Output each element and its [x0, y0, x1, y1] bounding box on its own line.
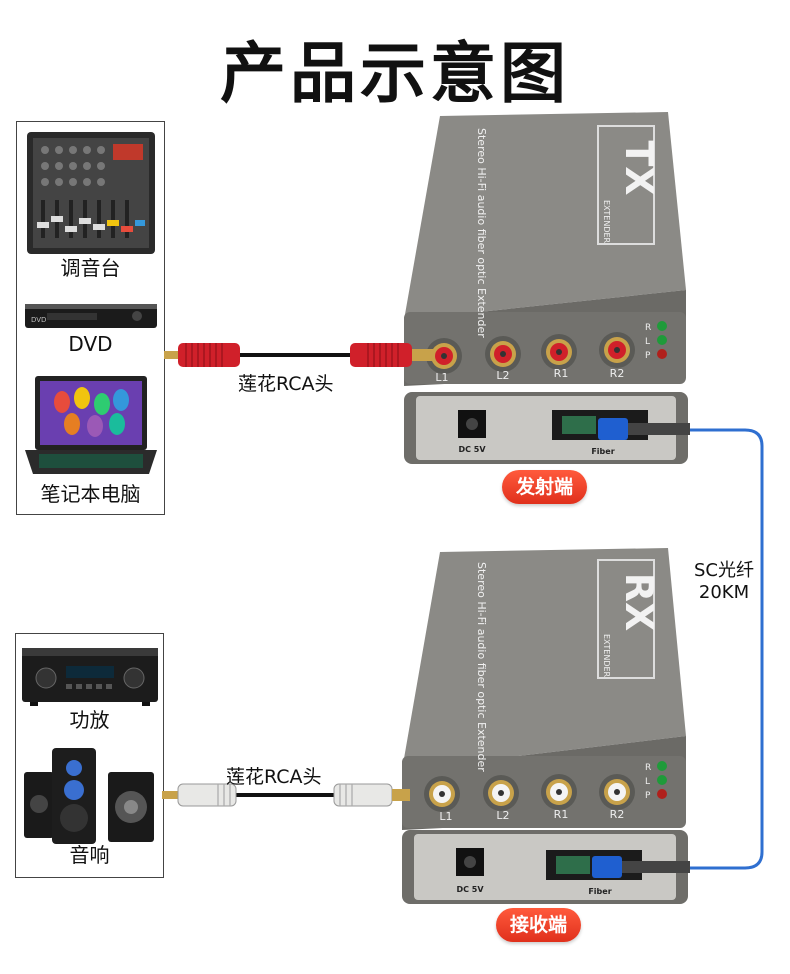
tx-port-l2 [485, 336, 521, 372]
fiber-distance: 20KM [698, 582, 750, 603]
tx-port-label-r2: R2 [610, 367, 625, 380]
sink-label-amplifier: 功放 [69, 708, 110, 732]
rx-led-label-p: P [645, 791, 651, 801]
tx-led-label-l: L [645, 337, 650, 347]
tx-led-label-p: P [645, 351, 651, 361]
source-label-mixer: 调音台 [60, 256, 121, 280]
rx-rca-cable [162, 783, 410, 807]
tx-led-label-r: R [645, 323, 651, 333]
tx-port-label-l2: L2 [496, 369, 509, 382]
rx-led-label-r: R [645, 763, 651, 773]
rx-led-l [657, 775, 667, 785]
rx-badge: 接收端 [496, 908, 582, 942]
dvd-player-image: DVD [25, 304, 157, 328]
source-label-dvd: DVD [68, 332, 113, 356]
tx-model-sub: EXTENDER [602, 200, 611, 244]
sink-devices-panel: 功放 音响 [15, 633, 164, 878]
amplifier-image [22, 648, 158, 706]
sink-label-speakers: 音响 [69, 843, 110, 867]
rx-model-text: RX [617, 573, 661, 632]
rx-fiber-port-label: Fiber [588, 887, 611, 896]
rx-port-label-l2: L2 [496, 809, 509, 822]
fiber-label: SC光纤 20KM [678, 560, 770, 604]
rx-led-r [657, 761, 667, 771]
tx-device: TX EXTENDER Stereo Hi-Fi audio fiber opt… [404, 112, 688, 464]
rx-port-label-l1: L1 [439, 810, 452, 823]
rx-port-l1 [424, 776, 460, 812]
rx-led-p [657, 789, 667, 799]
tx-led-l [657, 335, 667, 345]
source-devices-panel: 调音台 DVD DVD 笔记本电脑 [16, 121, 165, 515]
tx-port-l1 [426, 338, 462, 374]
rx-side-text: Stereo Hi-Fi audio fiber optic Extender [475, 562, 488, 772]
tx-rca-cable [164, 343, 434, 367]
rx-port-label-r2: R2 [610, 808, 625, 821]
tx-port-r2 [599, 332, 635, 368]
source-label-laptop: 笔记本电脑 [40, 482, 141, 506]
rx-port-l2 [483, 775, 519, 811]
tx-port-label-l1: L1 [435, 371, 448, 384]
tx-cable-label: 莲花RCA头 [238, 373, 334, 395]
tx-led-r [657, 321, 667, 331]
tx-badge: 发射端 [502, 470, 588, 504]
laptop-image [25, 376, 157, 474]
rx-port-r2 [599, 774, 635, 810]
rx-cable-label: 莲花RCA头 [226, 766, 322, 788]
rx-led-label-l: L [645, 777, 650, 787]
rx-port-label-r1: R1 [554, 808, 569, 821]
mixer-image [27, 132, 155, 254]
rx-device: RX EXTENDER Stereo Hi-Fi audio fiber opt… [402, 548, 688, 904]
fiber-link [592, 418, 764, 878]
rx-port-r1 [541, 774, 577, 810]
tx-fiber-port-label: Fiber [591, 447, 614, 456]
tx-side-text: Stereo Hi-Fi audio fiber optic Extender [475, 128, 488, 338]
tx-model-text: TX [617, 140, 661, 195]
tx-power-label: DC 5V [458, 445, 486, 454]
speakers-image [24, 748, 154, 844]
tx-port-r1 [541, 334, 577, 370]
page-title: 产品示意图 [220, 35, 570, 112]
rx-power-label: DC 5V [456, 885, 484, 894]
tx-led-p [657, 349, 667, 359]
rx-model-sub: EXTENDER [602, 634, 611, 678]
fiber-type: SC光纤 [694, 560, 754, 581]
tx-port-label-r1: R1 [554, 367, 569, 380]
dvd-logo: DVD [31, 316, 46, 324]
